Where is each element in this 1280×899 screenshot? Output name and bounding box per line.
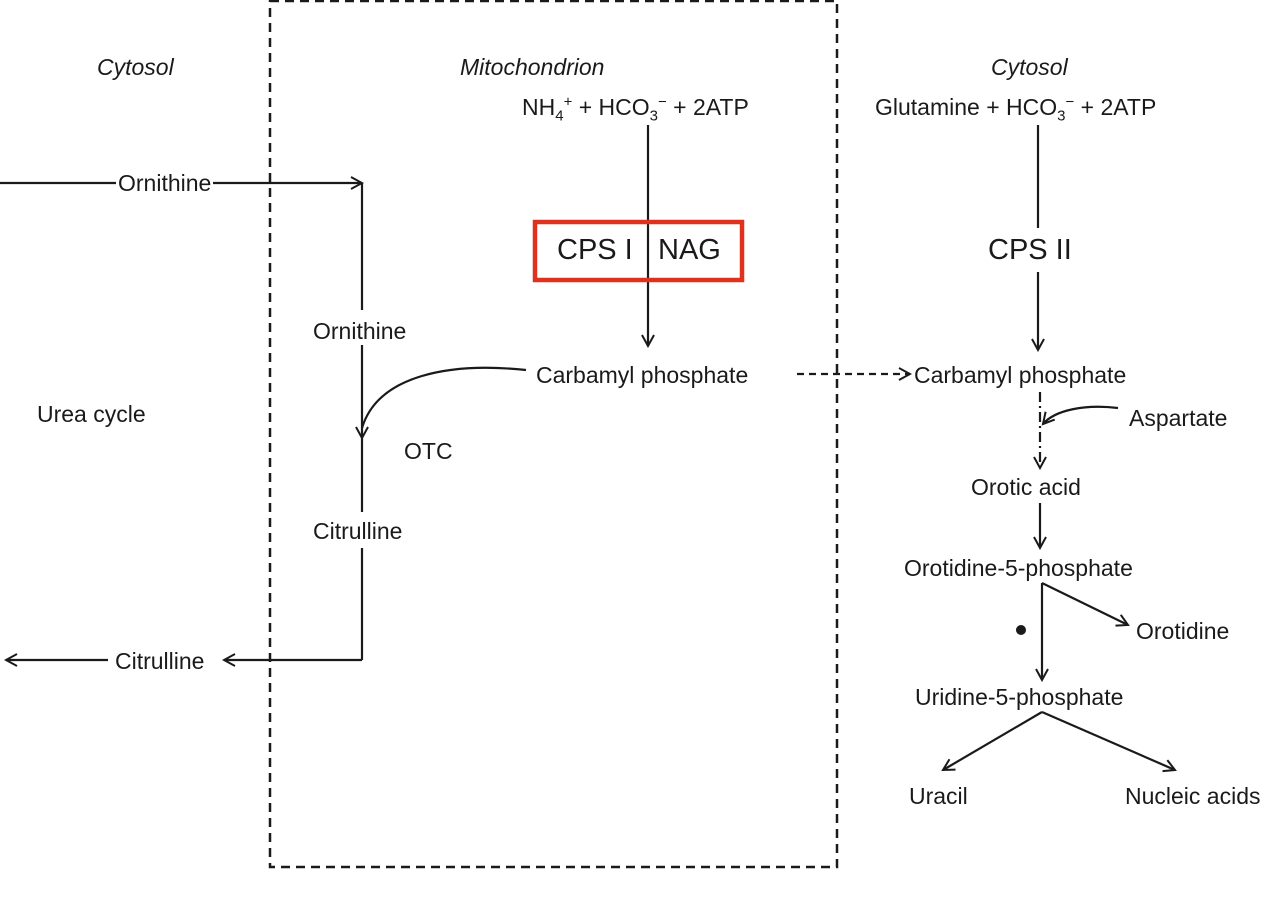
ornithine-mito-label: Ornithine <box>311 318 409 344</box>
cytosol-right-label: Cytosol <box>991 54 1068 80</box>
citrulline-mito-label: Citrulline <box>311 518 405 544</box>
citrulline-cytosol-label: Citrulline <box>115 648 205 674</box>
orotidine-5-phosphate-label: Orotidine-5-phosphate <box>904 555 1133 581</box>
orotidine-label: Orotidine <box>1136 618 1230 644</box>
mitochondrion-boundary <box>268 0 839 869</box>
carbamyl-mito-label: Carbamyl phosphate <box>536 362 749 388</box>
urea-cycle-label: Urea cycle <box>37 401 146 427</box>
carbamyl-cyto-label: Carbamyl phosphate <box>914 362 1127 388</box>
cyto-reactants: Glutamine + HCO3− + 2ATP <box>875 93 1157 125</box>
uridine-5-phosphate-label: Uridine-5-phosphate <box>915 684 1124 710</box>
arrow-omp-to-orotidine <box>1041 582 1128 625</box>
arrow-aspartate-entry <box>1043 405 1119 424</box>
mitochondrion-label: Mitochondrion <box>460 54 605 80</box>
arrow-ump-to-nucleic <box>1041 710 1175 770</box>
nucleic-acids-label: Nucleic acids <box>1125 783 1261 809</box>
orotic-acid-label: Orotic acid <box>971 474 1081 500</box>
aspartate-label: Aspartate <box>1129 405 1228 431</box>
uracil-label: Uracil <box>909 783 968 809</box>
mito-reactants: NH4+ + HCO3− + 2ATP <box>522 93 749 125</box>
block-dot <box>1016 625 1026 635</box>
cytosol-left-label: Cytosol <box>97 54 174 80</box>
cps2-label: CPS II <box>988 234 1072 266</box>
nag-label: NAG <box>658 234 721 266</box>
arrow-ump-to-uracil <box>943 711 1043 770</box>
ornithine-cytosol-label: Ornithine <box>116 170 214 196</box>
otc-label: OTC <box>404 438 453 464</box>
cps1-nag-highlight <box>532 219 745 283</box>
arrow-carbamyl-to-otc <box>360 366 527 429</box>
cps1-label: CPS I <box>557 234 633 266</box>
